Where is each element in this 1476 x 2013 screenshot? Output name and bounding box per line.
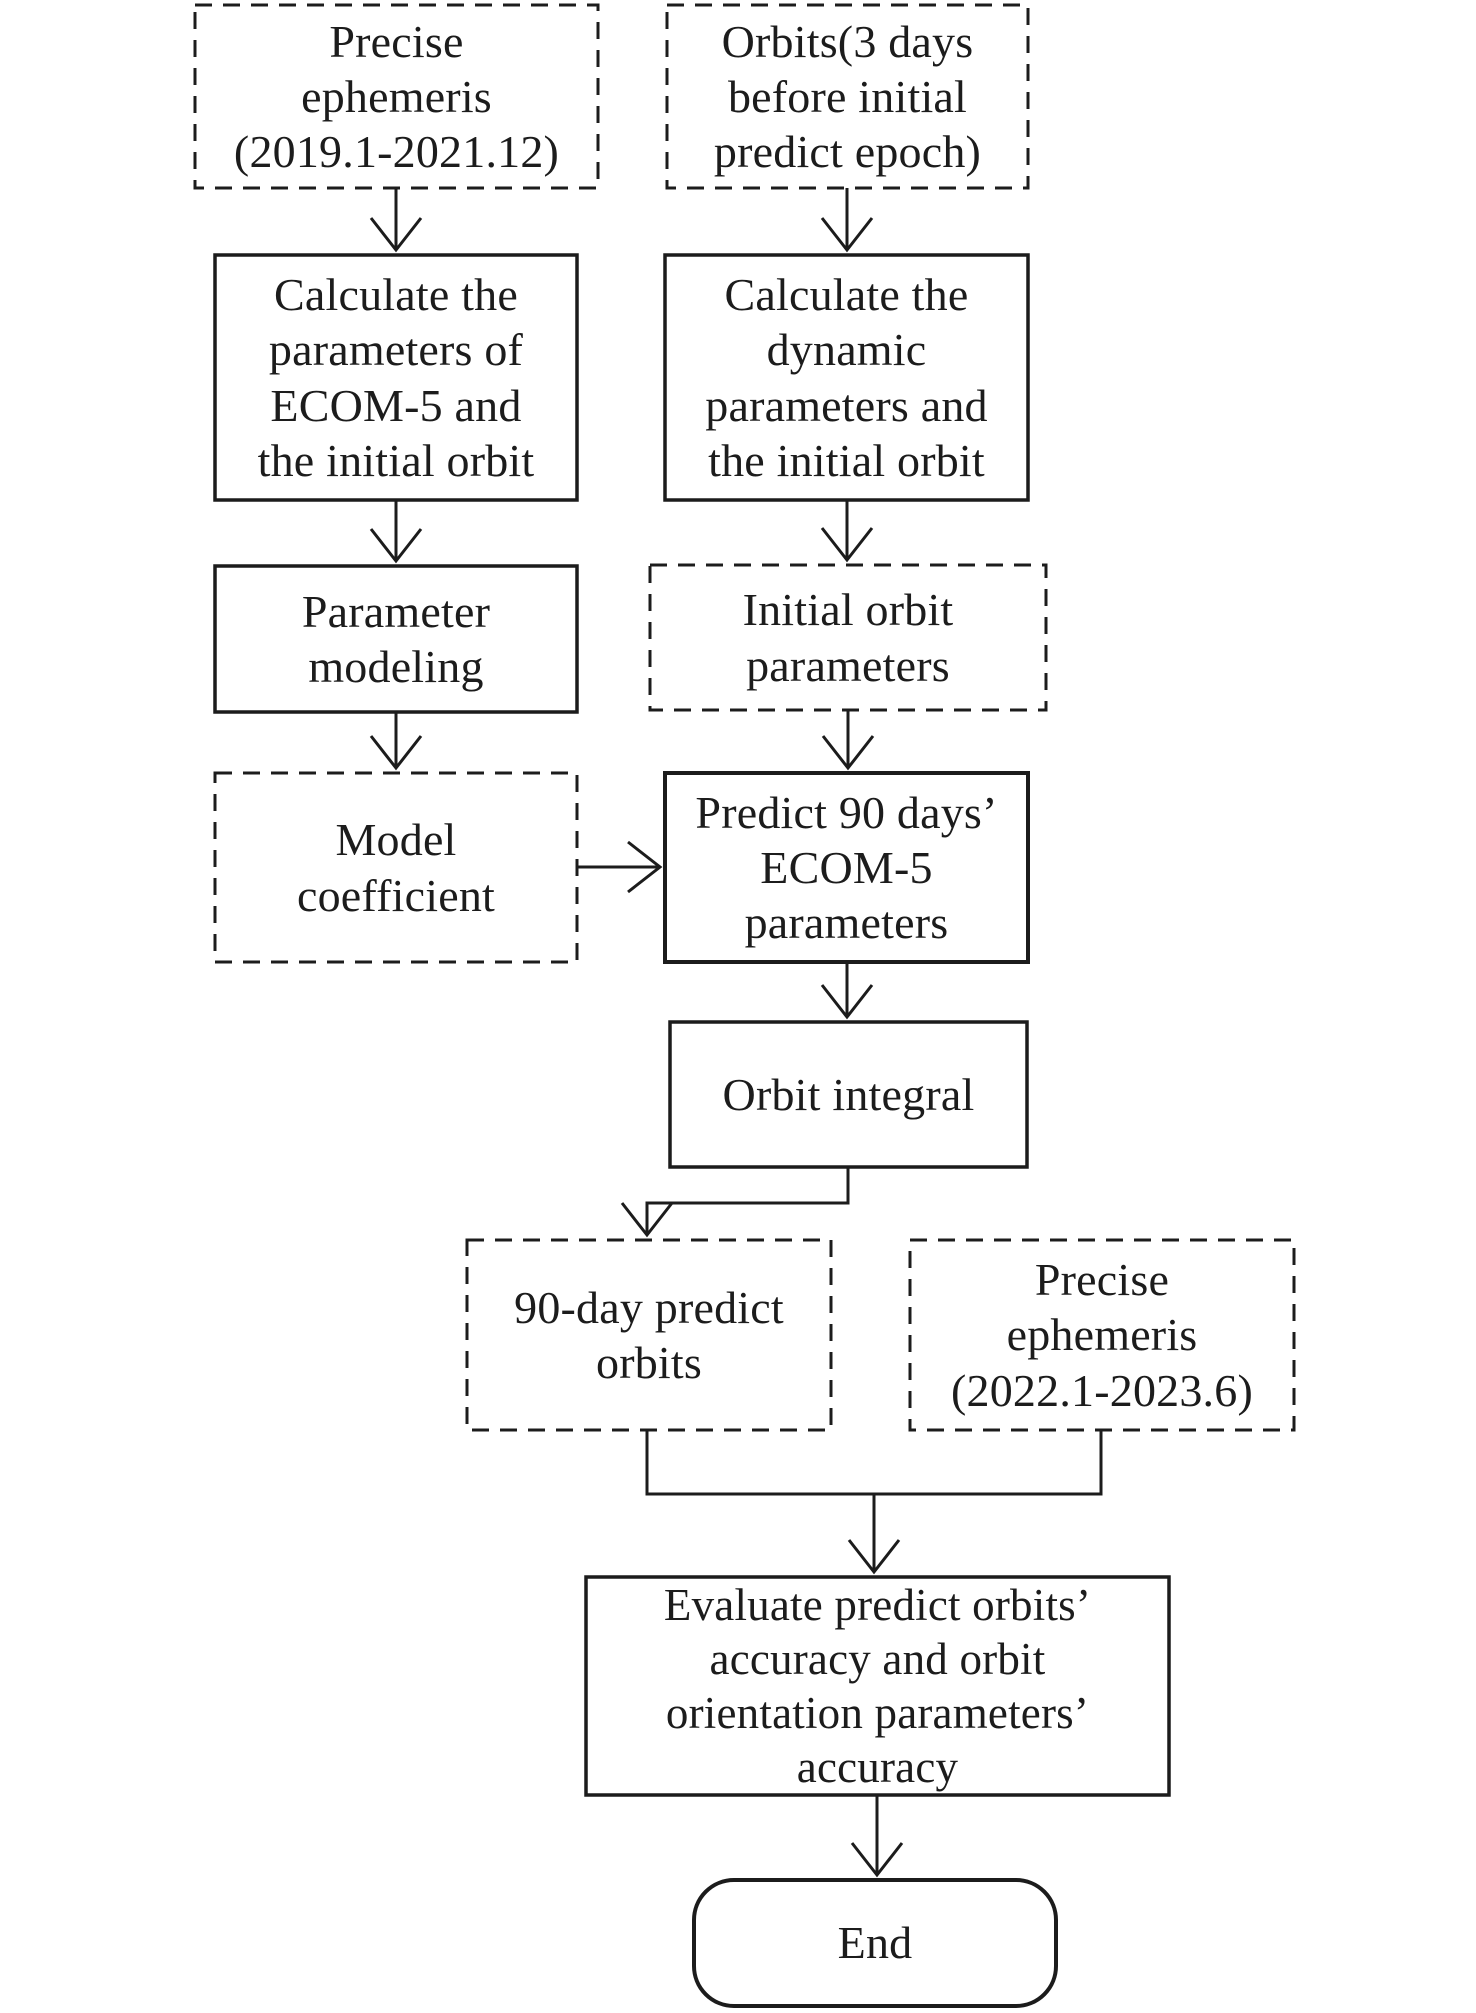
box-precise-ephemeris-2022: Precise ephemeris (2022.1-2023.6) — [951, 1254, 1253, 1416]
box-orbit-integral: Orbit integral — [722, 1068, 975, 1120]
box-initial-orbit-params: Initial orbit parameters — [742, 584, 954, 691]
box-calc-ecom5: Calculate the parameters of ECOM-5 and t… — [257, 269, 535, 486]
box-outline-predict-orbits-90day — [465, 1238, 833, 1432]
box-predict-orbits-90day: 90-day predict orbits — [514, 1281, 784, 1388]
box-evaluate: Evaluate predict orbits’ accuracy and or… — [663, 1580, 1092, 1792]
box-end: End — [837, 1917, 913, 1969]
box-orbits-3days: Orbits(3 days before initial predict epo… — [713, 15, 982, 178]
arrow-orbit-integral-to-90day-orbits — [620, 1167, 850, 1238]
box-outline-end — [692, 1878, 1058, 2008]
merge-bracket-90day-and-ephemeris2022 — [645, 1430, 1103, 1496]
box-outline-orbits-3days — [665, 3, 1030, 190]
box-parameter-modeling: Parameter modeling — [301, 585, 491, 692]
box-model-coefficient: Model coefficient — [296, 814, 495, 921]
box-calc-dynamic: Calculate the dynamic parameters and the… — [705, 269, 988, 486]
box-precise-ephemeris-2019: Precise ephemeris (2019.1-2021.12) — [233, 15, 560, 178]
box-predict-90-params: Predict 90 days’ ECOM-5 parameters — [695, 786, 998, 949]
